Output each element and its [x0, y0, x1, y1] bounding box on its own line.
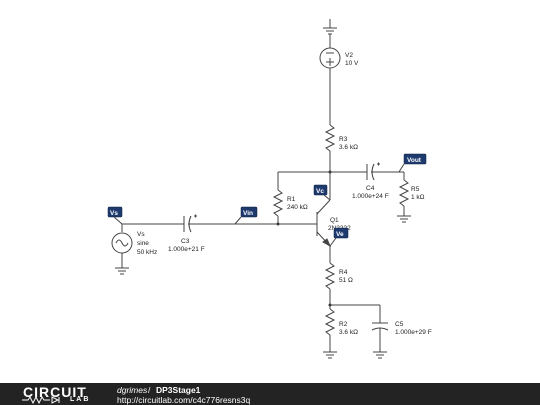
svg-text:Ve: Ve	[336, 231, 344, 238]
ve-net-label[interactable]: Ve	[333, 227, 349, 239]
svg-text:Vin: Vin	[243, 210, 253, 217]
vs-name: Vs	[137, 231, 145, 238]
footer-bar: CIRCUIT LAB dgrimes / DP3Stage1 http://c…	[0, 383, 540, 405]
r1-value: 240 kΩ	[287, 204, 308, 211]
c3-value: 1.000e+21 F	[168, 246, 205, 253]
circuitlab-logo-bottom: LAB	[70, 396, 91, 403]
r1-resistor[interactable]	[272, 189, 284, 217]
circuitlab-logo-mark-icon	[22, 396, 60, 404]
author-link[interactable]: dgrimes	[117, 385, 148, 395]
q1-name: Q1	[330, 217, 339, 224]
r5-resistor[interactable]	[398, 179, 410, 207]
circuit-url-link[interactable]: http://circuitlab.com/c4c776resns3q	[117, 395, 251, 405]
vout-net-label[interactable]: Vout	[403, 153, 427, 165]
v2-ground	[323, 19, 337, 35]
q1-transistor[interactable]	[316, 199, 332, 248]
r1-name: R1	[287, 196, 296, 203]
v2-voltage-source[interactable]	[319, 47, 341, 69]
r5-ground	[397, 215, 411, 223]
r2-name: R2	[339, 321, 348, 328]
r5-name: R5	[411, 186, 420, 193]
r3-name: R3	[339, 136, 348, 143]
r2-ground	[323, 351, 337, 359]
circuitlab-logo-top: CIRCUIT	[23, 384, 87, 400]
r3-resistor[interactable]	[324, 124, 336, 152]
vs-ground	[115, 267, 129, 275]
svg-text:Vc: Vc	[316, 188, 324, 195]
svg-text:Vs: Vs	[110, 210, 118, 217]
footer-separator: /	[148, 385, 151, 395]
c3-name: C3	[181, 238, 190, 245]
v2-value: 10 V	[345, 60, 359, 67]
svg-text:Vout: Vout	[407, 157, 422, 164]
c5-ground	[373, 351, 387, 359]
r3-value: 3.6 kΩ	[339, 144, 358, 151]
c5-value: 1.000e+29 F	[395, 329, 432, 336]
vs-type: sine	[137, 240, 149, 247]
v2-name: V2	[345, 52, 353, 59]
vc-net-label[interactable]: Vc	[313, 184, 328, 196]
r4-name: R4	[339, 269, 348, 276]
c3-capacitor[interactable]	[183, 214, 197, 233]
c4-name: C4	[366, 185, 375, 192]
vs-value: 50 kHz	[137, 249, 157, 256]
c4-value: 1.000e+24 F	[352, 193, 389, 200]
r5-value: 1 kΩ	[411, 194, 425, 201]
r2-resistor[interactable]	[324, 308, 336, 336]
circuit-schematic: V2 10 V R3 3.6 kΩ C4 1.000e+24 F Vout R5…	[107, 19, 432, 359]
r4-resistor[interactable]	[324, 262, 336, 290]
c5-name: C5	[395, 321, 404, 328]
c4-capacitor[interactable]	[366, 162, 380, 181]
r2-value: 3.6 kΩ	[339, 329, 358, 336]
r4-value: 51 Ω	[339, 277, 353, 284]
vin-net-label[interactable]: Vin	[240, 206, 258, 218]
vs-sine-source[interactable]	[111, 232, 133, 254]
circuit-title: DP3Stage1	[156, 385, 201, 395]
vs-net-label[interactable]: Vs	[107, 206, 123, 218]
